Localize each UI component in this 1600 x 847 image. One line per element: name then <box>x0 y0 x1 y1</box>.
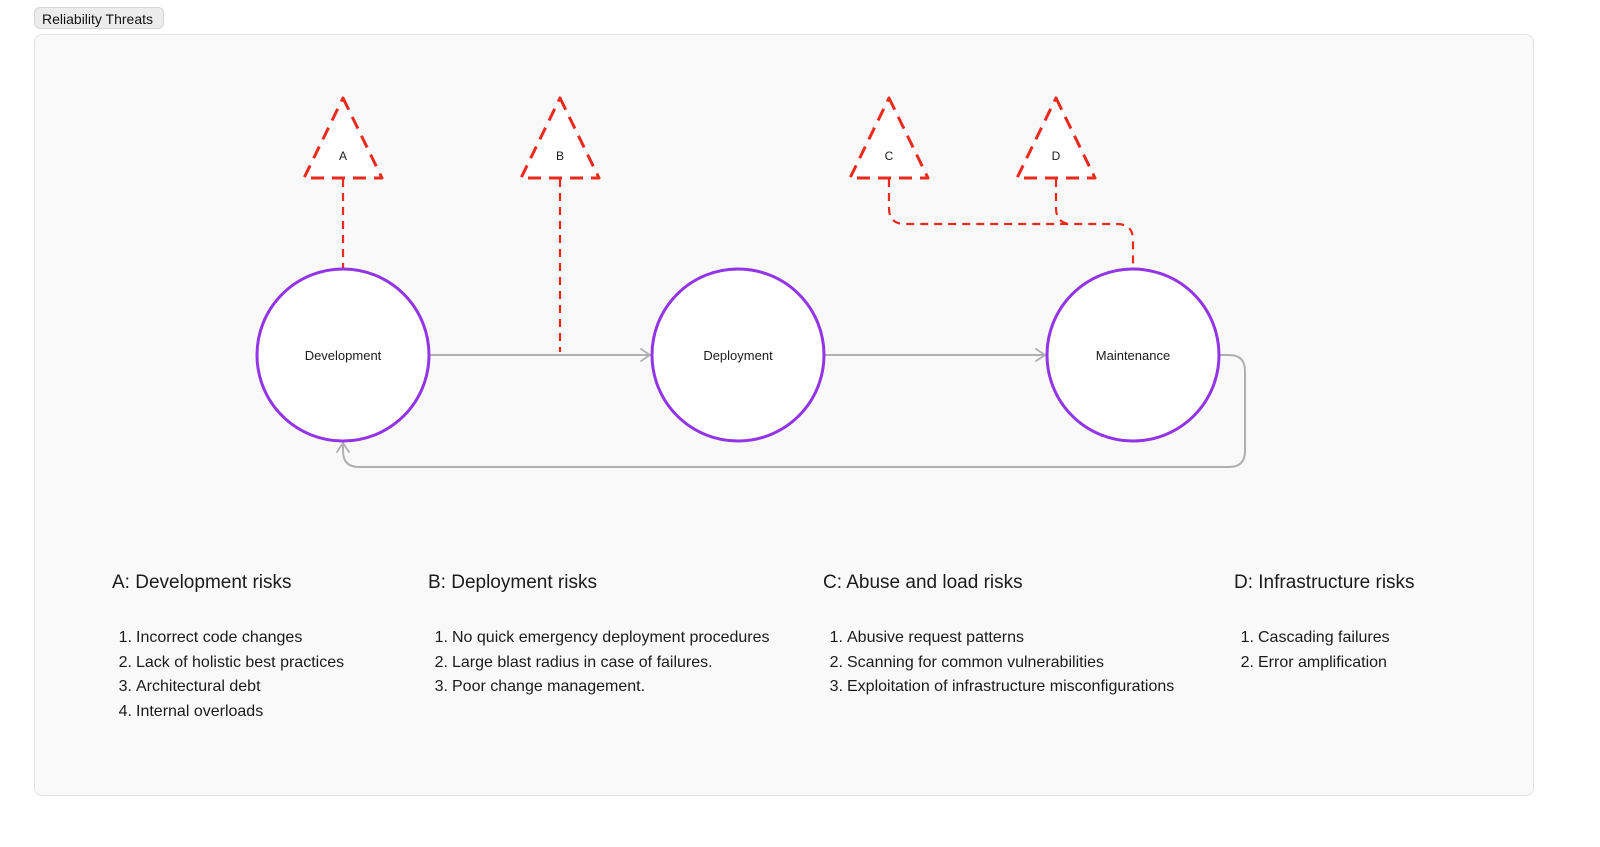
risk-item: 2.Lack of holistic best practices <box>112 651 344 676</box>
threat-triangle-b[interactable]: B <box>519 96 601 180</box>
risk-item-number: 1. <box>118 629 132 646</box>
risk-item-number: 3. <box>118 678 132 696</box>
risk-item: 3.Exploitation of infrastructure misconf… <box>823 675 1175 700</box>
stage-maintenance-label: Maintenance <box>1096 348 1170 363</box>
risk-group-title: C: Abuse and load risks <box>823 572 1023 593</box>
risk-item-text: Architectural debt <box>136 678 261 696</box>
risk-group-title: A: Development risks <box>112 572 292 593</box>
risk-group-abuse-load: C: Abuse and load risks 1.Abusive reques… <box>823 572 1174 700</box>
risk-item: 1.Abusive request patterns <box>823 626 1174 651</box>
stage-deployment[interactable]: Deployment <box>650 267 826 443</box>
threat-connector-c <box>887 179 1135 270</box>
risk-item-number: 3. <box>829 678 843 696</box>
risk-list: 1.Abusive request patterns 2.Scanning fo… <box>823 626 1175 700</box>
threat-triangle-a[interactable]: A <box>302 96 384 180</box>
risk-item: 2.Error amplification <box>1234 651 1415 676</box>
threat-connector-d <box>1054 179 1073 226</box>
risk-item-number: 2. <box>434 653 448 671</box>
risk-item-text: Incorrect code changes <box>136 629 303 646</box>
risk-item-number: 3. <box>434 678 448 696</box>
risk-list: 1.Incorrect code changes 2.Lack of holis… <box>112 626 344 724</box>
risk-group-title: B: Deployment risks <box>428 572 597 593</box>
risk-group-title: D: Infrastructure risks <box>1234 572 1415 593</box>
risk-item: 1.Incorrect code changes <box>112 626 344 651</box>
risk-item-text: Large blast radius in case of failures. <box>452 653 713 671</box>
threat-d-label: D <box>1052 149 1061 163</box>
frame-title[interactable]: Reliability Threats <box>34 7 165 29</box>
risk-group-infrastructure: D: Infrastructure risks 1.Cascading fail… <box>1234 572 1415 675</box>
stage-development[interactable]: Development <box>255 267 431 443</box>
risk-item-number: 1. <box>434 629 448 646</box>
stage-deployment-label: Deployment <box>703 348 773 363</box>
connector-maintenance-loop-back <box>336 354 1246 468</box>
risk-item-text: No quick emergency deployment procedures <box>452 629 770 646</box>
risk-item: 1.Cascading failures <box>1234 626 1415 651</box>
risk-item-text: Scanning for common vulnerabilities <box>847 653 1105 671</box>
risk-item-text: Internal overloads <box>136 702 264 720</box>
risk-item-text: Poor change management. <box>452 678 646 696</box>
risk-item-text: Lack of holistic best practices <box>136 653 345 671</box>
risk-item: 2.Scanning for common vulnerabilities <box>823 651 1174 676</box>
risk-item: 1.No quick emergency deployment procedur… <box>428 626 770 651</box>
risk-item-number: 2. <box>1240 653 1254 671</box>
risk-item-text: Cascading failures <box>1258 629 1390 646</box>
risk-item: 2.Large blast radius in case of failures… <box>428 651 770 676</box>
risk-item-text: Abusive request patterns <box>847 629 1024 646</box>
risk-item: 4.Internal overloads <box>112 700 344 725</box>
threat-triangle-c[interactable]: C <box>848 96 930 180</box>
stage-development-label: Development <box>305 348 382 363</box>
risk-item-number: 1. <box>1240 629 1254 646</box>
threat-triangle-d[interactable]: D <box>1015 96 1097 180</box>
risk-item-text: Error amplification <box>1258 653 1387 671</box>
threat-b-label: B <box>556 149 564 163</box>
risk-item-number: 2. <box>118 653 132 671</box>
risk-item-number: 1. <box>829 629 843 646</box>
risk-item-text: Exploitation of infrastructure misconfig… <box>847 678 1175 696</box>
risk-group-deployment: B: Deployment risks 1.No quick emergency… <box>428 572 770 700</box>
threat-a-label: A <box>339 149 347 163</box>
risk-item: 3.Poor change management. <box>428 675 770 700</box>
risk-list: 1.Cascading failures 2.Error amplificati… <box>1234 626 1415 675</box>
risk-group-development: A: Development risks 1.Incorrect code ch… <box>112 572 344 724</box>
risk-item-number: 2. <box>829 653 843 671</box>
risk-item: 3.Architectural debt <box>112 675 344 700</box>
risk-item-number: 4. <box>118 702 132 720</box>
stage-maintenance[interactable]: Maintenance <box>1045 267 1221 443</box>
risk-list: 1.No quick emergency deployment procedur… <box>428 626 770 700</box>
threat-c-label: C <box>885 149 894 163</box>
